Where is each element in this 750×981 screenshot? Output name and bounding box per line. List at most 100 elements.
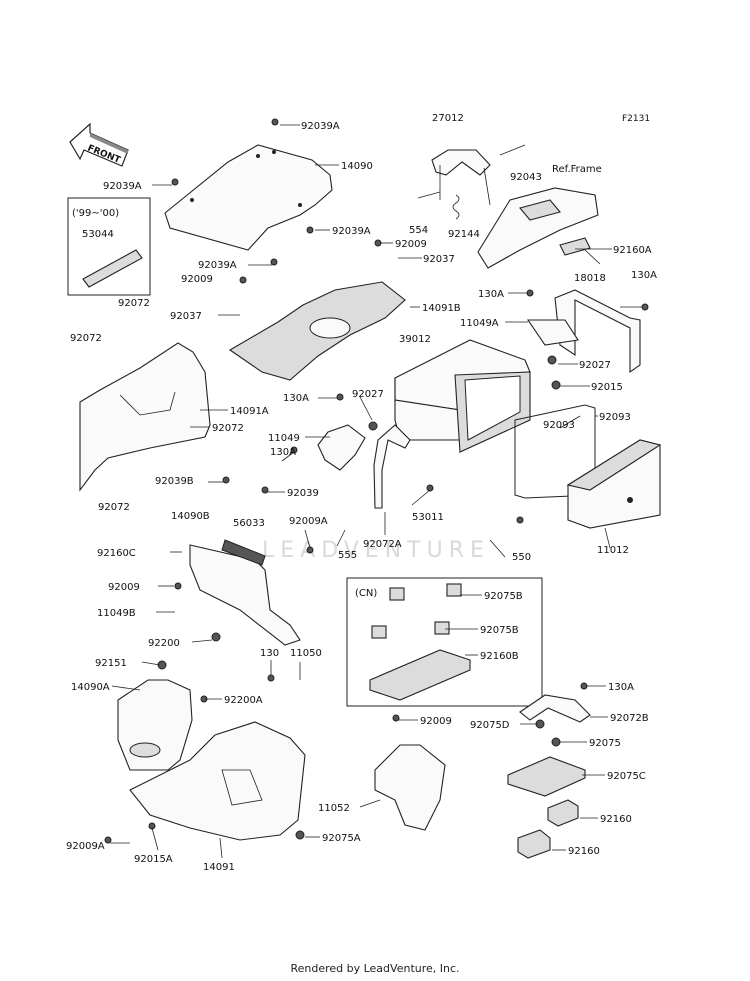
callout-label: 92009	[181, 274, 213, 285]
part-92043-bolt	[499, 144, 526, 156]
callout-label: 27012	[432, 113, 464, 124]
ref-frame	[477, 187, 599, 269]
part-14091a-panel	[79, 342, 211, 492]
callout-label: 92037	[423, 254, 455, 265]
callout-label: 92039B	[155, 476, 194, 487]
callout-label: 92075B	[484, 591, 523, 602]
callout-label: 11049A	[460, 318, 499, 329]
callout-label: 92027	[579, 360, 611, 371]
callout-label: 14090	[341, 161, 373, 172]
callout-label: 554	[409, 225, 428, 236]
part-14091-panel	[129, 721, 306, 841]
part-92072a-stay	[373, 424, 411, 509]
callout-label: 53011	[412, 512, 444, 523]
callout-label: 92160B	[480, 651, 519, 662]
callout-label: 11052	[318, 803, 350, 814]
callout-label: 92075	[589, 738, 621, 749]
callout-label: 92039A	[301, 121, 340, 132]
callout-label: 14090B	[171, 511, 210, 522]
callout-label: 92009A	[289, 516, 328, 527]
part-27012-bracket	[431, 149, 491, 206]
part-92160b-sheet	[369, 649, 471, 701]
inset-box-cn	[346, 577, 543, 707]
part-92075b-pad-3	[371, 625, 387, 639]
callout-label: 92009	[395, 239, 427, 250]
callout-label: 92072	[212, 423, 244, 434]
callout-label: 92072	[98, 502, 130, 513]
callout-label: 14091A	[230, 406, 269, 417]
callout-label: 92151	[95, 658, 127, 669]
leader-lines	[110, 124, 642, 859]
footer-credit: Rendered by LeadVenture, Inc.	[290, 962, 460, 975]
callout-label: 56033	[233, 518, 265, 529]
callout-label: 92039A	[103, 181, 142, 192]
diagram-code: F2131	[622, 114, 650, 124]
callout-label: 92200	[148, 638, 180, 649]
callout-label: 92160C	[97, 548, 136, 559]
ref-frame-label: Ref.Frame	[552, 164, 602, 175]
callout-label: 92072B	[610, 713, 649, 724]
part-14090-cover	[164, 144, 333, 251]
callout-label: 92009	[420, 716, 452, 727]
part-554-pin	[417, 191, 441, 199]
callout-label: 92027	[352, 389, 384, 400]
part-92144-spring	[452, 194, 460, 220]
part-92160-block-2	[517, 829, 551, 859]
callout-label: 130	[260, 648, 279, 659]
inset-years-label: ('99~'00)	[72, 208, 119, 219]
callout-label: 130A	[283, 393, 309, 404]
part-92075b-pad-1	[389, 587, 405, 601]
part-11052-bracket	[374, 744, 446, 831]
callout-label: 14090A	[71, 682, 110, 693]
part-14090b-flap	[189, 544, 301, 646]
callout-label: 92160A	[613, 245, 652, 256]
callout-label: 92075B	[480, 625, 519, 636]
callout-label: 92160	[568, 846, 600, 857]
inset-box-99-00	[67, 197, 151, 296]
part-14090a-fender	[117, 679, 193, 771]
callout-label: 11049	[268, 433, 300, 444]
callout-label: 14091	[203, 862, 235, 873]
part-92075c-sheet	[507, 756, 586, 797]
callout-label: 92015	[591, 382, 623, 393]
callout-label: 92093	[599, 412, 631, 423]
callout-label: 11050	[290, 648, 322, 659]
callout-label: 92037	[170, 311, 202, 322]
part-92160-block-1	[547, 799, 579, 827]
callout-label: 92075C	[607, 771, 646, 782]
callout-label: 92043	[510, 172, 542, 183]
callout-labels: 92039A 14090 92039A 92039A 53044 92039A …	[66, 113, 657, 873]
callout-label: 92039	[287, 488, 319, 499]
callout-label: 92144	[448, 229, 480, 240]
callout-label: 92072	[70, 333, 102, 344]
inset-cn-label: (CN)	[355, 588, 377, 599]
callout-label: 555	[338, 550, 357, 561]
callout-label: 92072A	[363, 539, 402, 550]
callout-label: 53044	[82, 229, 114, 240]
callout-label: 130A	[608, 682, 634, 693]
callout-label: 92015A	[134, 854, 173, 865]
part-53044-rod	[82, 249, 143, 288]
callout-label: 39012	[399, 334, 431, 345]
part-11049	[317, 424, 366, 471]
callout-label: 130A	[270, 447, 296, 458]
callout-label: 92200A	[224, 695, 263, 706]
callout-label: 18018	[574, 273, 606, 284]
front-arrow-icon: FRONT	[69, 122, 129, 167]
part-92072b-bracket	[519, 694, 591, 723]
callout-label: 92160	[600, 814, 632, 825]
callout-label: 92039A	[198, 260, 237, 271]
callout-label: 92072	[118, 298, 150, 309]
callout-label: 92075A	[322, 833, 361, 844]
callout-label: 14091B	[422, 303, 461, 314]
callout-label: 92009A	[66, 841, 105, 852]
callout-label: 11012	[597, 545, 629, 556]
part-11012-lid	[566, 439, 662, 529]
part-56033-decal	[221, 539, 266, 566]
callout-label: 92009	[108, 582, 140, 593]
callout-label: 92075D	[470, 720, 510, 731]
callout-label: 550	[512, 552, 531, 563]
part-92075b-pad-4	[434, 621, 450, 635]
part-92075b-pad-2	[446, 583, 462, 597]
callout-label: 130A	[631, 270, 657, 281]
